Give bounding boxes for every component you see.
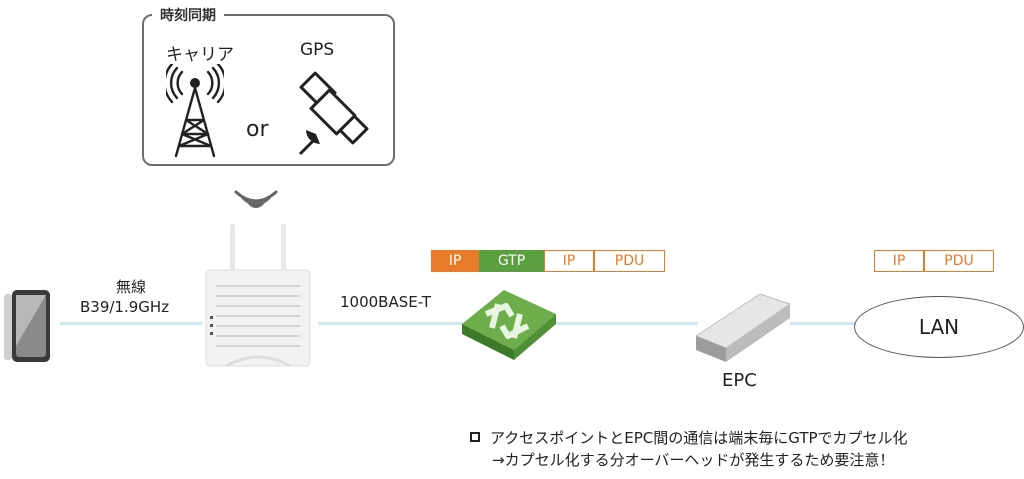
epc-lan-link (790, 322, 856, 325)
packet-field-pdu: PDU (924, 250, 994, 272)
access-point-icon (205, 224, 311, 368)
note-line-2: →カプセル化する分オーバーヘッドが発生するため要注意！ (492, 451, 895, 469)
wireless-label-line2: B39/1.9GHz (80, 298, 170, 316)
or-label: or (246, 117, 269, 142)
gps-satellite-icon (298, 71, 369, 156)
epc-label: EPC (722, 370, 757, 391)
note-bullet-icon (470, 432, 480, 442)
epc-server-icon (694, 293, 792, 362)
carrier-label: キャリア (166, 45, 234, 65)
packet-field-gtp: GTP (479, 250, 544, 272)
packet-field-ip: IP (874, 250, 924, 272)
time-sync-title: 時刻同期 (152, 5, 224, 25)
packet-field-pdu: PDU (594, 250, 665, 272)
packet-field-ip-inner: IP (544, 250, 594, 272)
cell-tower-icon (166, 64, 224, 158)
wired-link (318, 322, 463, 325)
note-line-1: アクセスポイントとEPC間の通信は端末毎にGTPでカプセル化 (470, 427, 908, 449)
smartphone-icon (4, 290, 50, 362)
wireless-signal-icon (234, 190, 278, 208)
wireless-label-line1: 無線 (116, 278, 147, 296)
switch-epc-link (550, 322, 698, 325)
packet-header-gtp: IP GTP IP PDU (431, 250, 665, 272)
note-line-1-text: アクセスポイントとEPC間の通信は端末毎にGTPでカプセル化 (490, 429, 908, 447)
network-switch-icon (462, 290, 556, 360)
note: アクセスポイントとEPC間の通信は端末毎にGTPでカプセル化 →カプセル化する分… (470, 427, 908, 471)
wired-label: 1000BASE-T (340, 293, 431, 311)
packet-header-lan: IP PDU (874, 250, 994, 272)
lan-ellipse: LAN (854, 296, 1024, 358)
gps-label: GPS (300, 40, 335, 60)
time-sync-group (142, 14, 395, 166)
packet-field-ip-outer: IP (431, 250, 479, 272)
wireless-link (60, 322, 202, 325)
lan-label: LAN (918, 315, 960, 339)
